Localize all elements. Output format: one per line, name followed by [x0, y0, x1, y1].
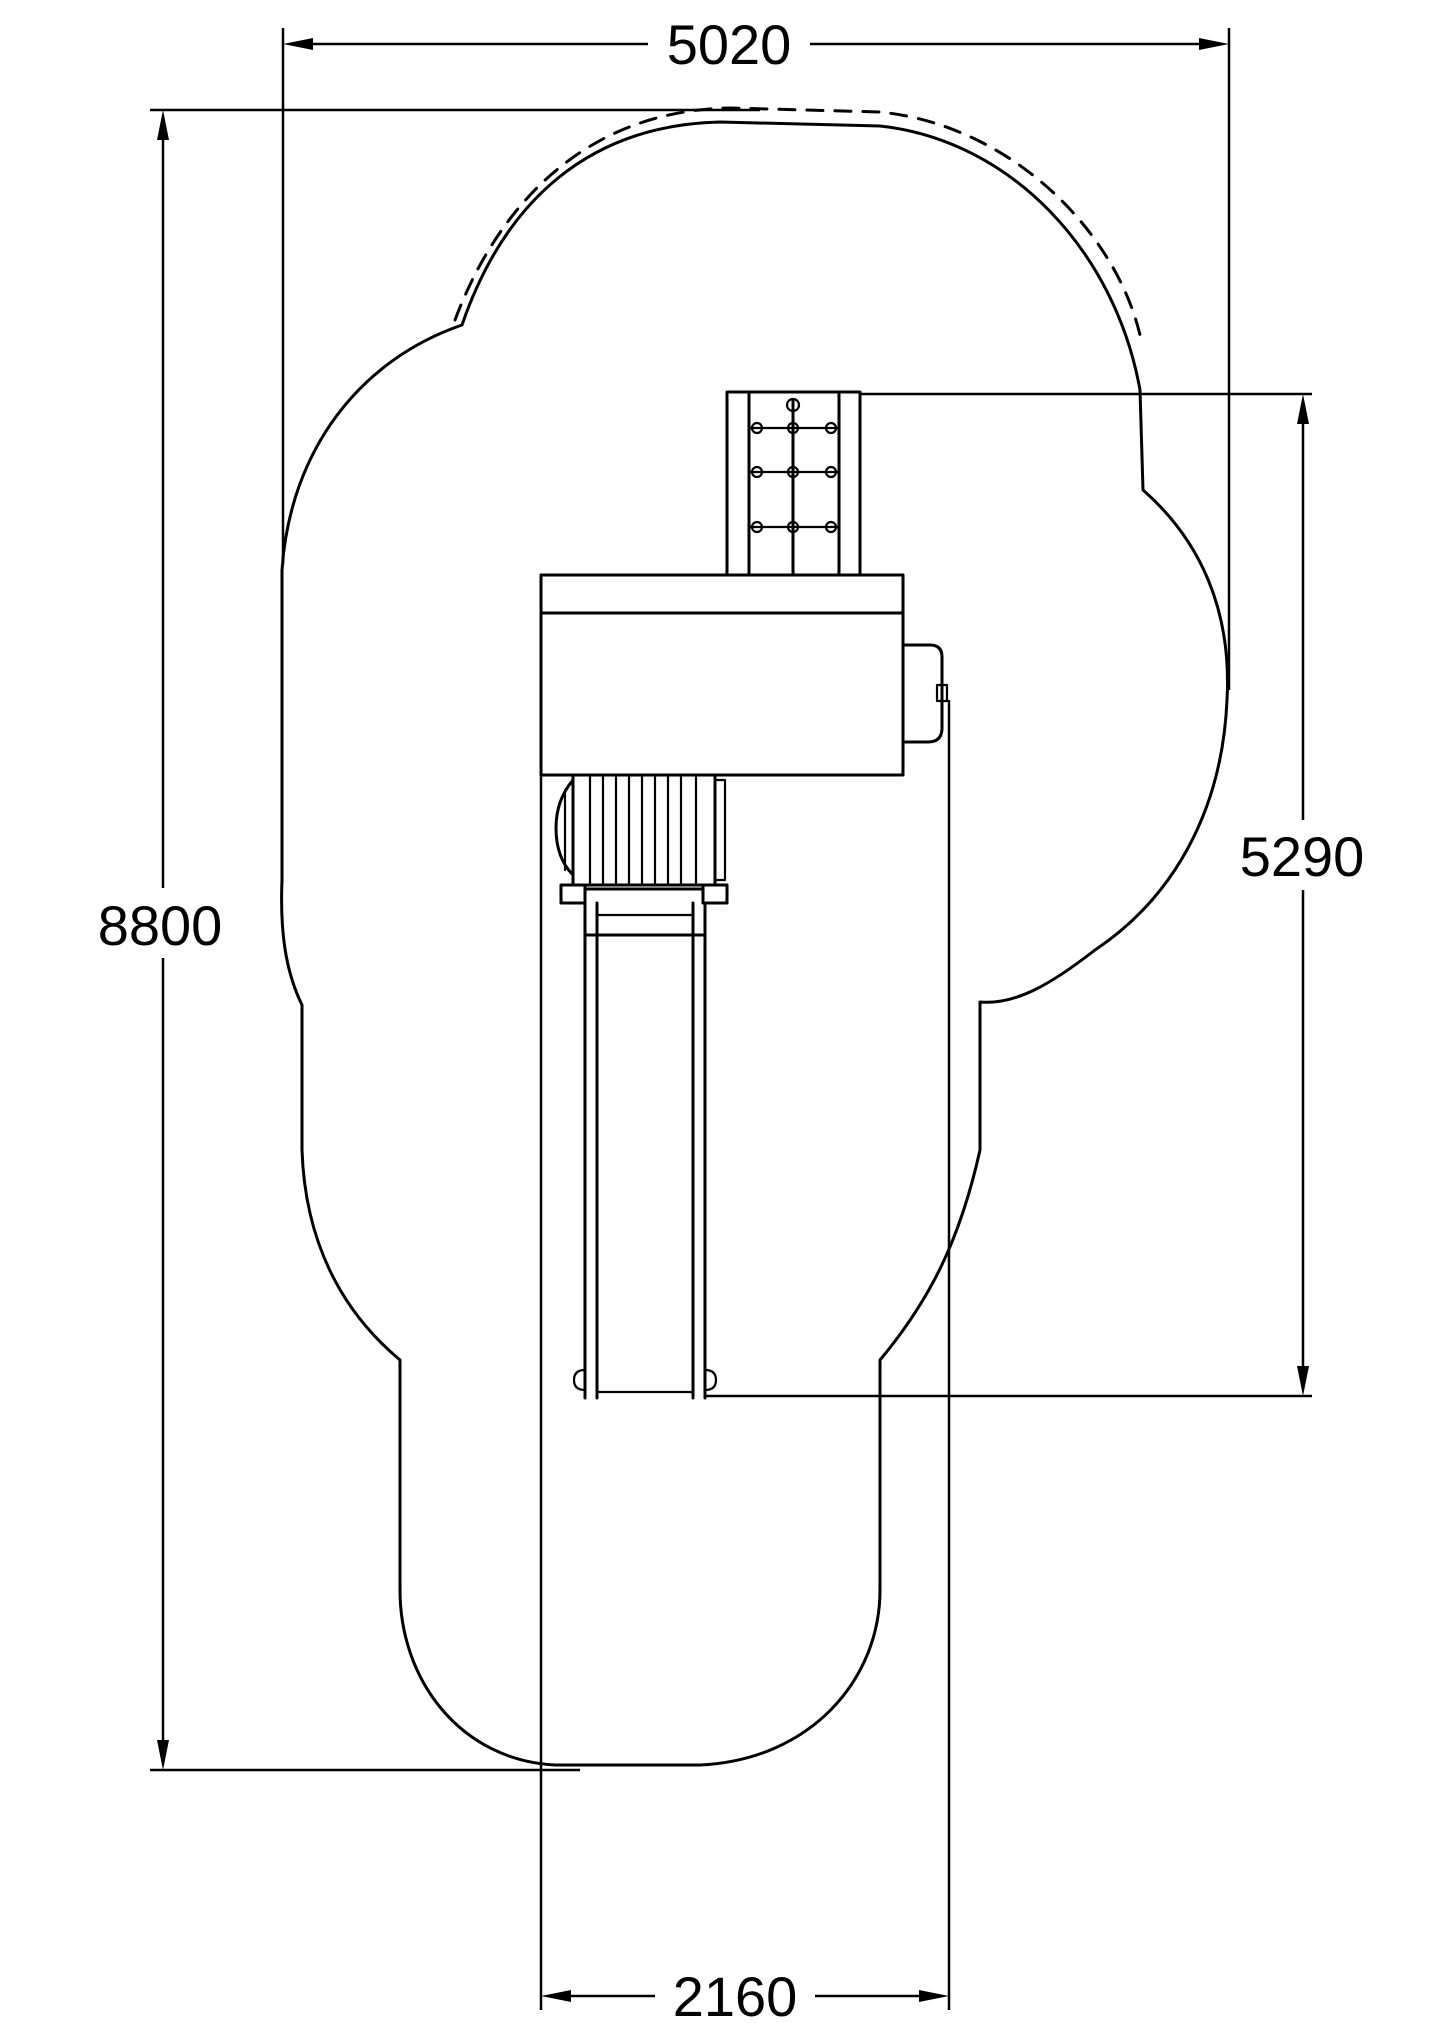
dimension-label-overall-length: 8800 — [98, 894, 223, 957]
dimension-label-overall-width: 5020 — [667, 13, 792, 76]
side-handle — [901, 643, 949, 744]
dimension-overall-length: 8800 — [80, 108, 760, 1772]
dimension-equipment-width: 2160 — [539, 700, 951, 2023]
tower-deck — [554, 773, 729, 905]
safety-zone-dashed-arc — [453, 106, 1142, 337]
slide — [572, 901, 718, 1400]
dimension-label-equipment-width: 2160 — [673, 1965, 798, 2023]
dimension-equipment-length: 5290 — [705, 392, 1385, 1398]
climbing-ladder — [725, 390, 862, 577]
safety-zone-outline — [280, 120, 1230, 1767]
dimension-label-equipment-length: 5290 — [1240, 825, 1365, 888]
tower-platform — [539, 573, 905, 777]
dimension-overall-width: 5020 — [281, 13, 1231, 690]
